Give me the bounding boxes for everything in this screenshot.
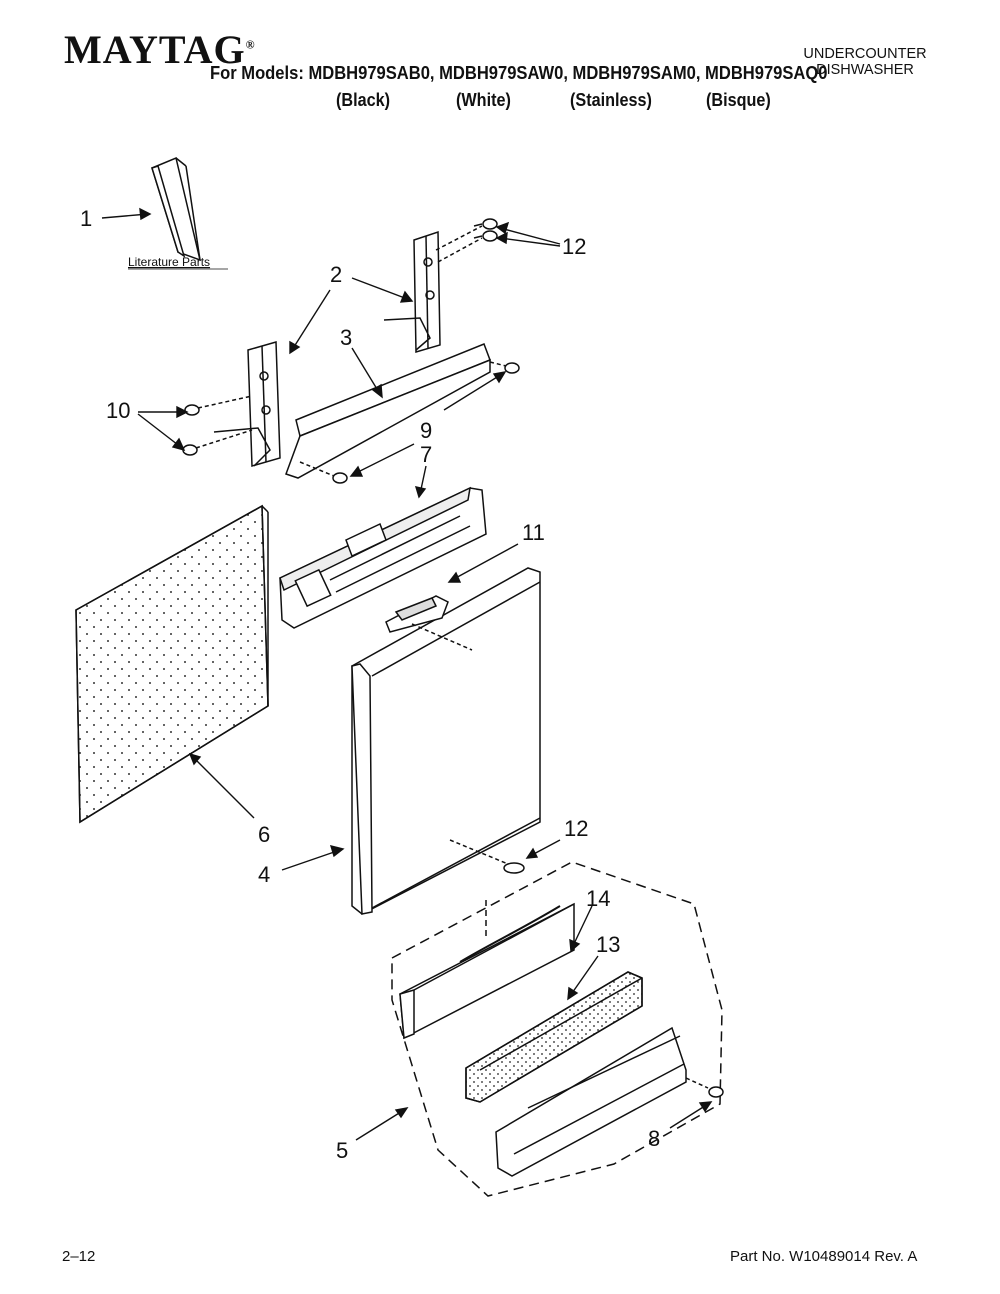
part-plug xyxy=(503,862,525,874)
brand-name: MAYTAG xyxy=(64,27,246,72)
arrow-11-head xyxy=(447,571,462,583)
part-hinge-bracket-left xyxy=(213,341,281,467)
plug-leader-dash xyxy=(449,839,509,865)
arrow-12a xyxy=(499,227,561,245)
callout-12-bottom: 12 xyxy=(564,816,588,841)
category-line-2: DISHWASHER xyxy=(816,62,914,78)
arrow-9a xyxy=(443,373,503,411)
callout-5: 5 xyxy=(336,1138,348,1163)
arrow-8-head xyxy=(698,1101,713,1113)
part-insulation-strip xyxy=(465,971,643,1103)
arrow-12c-head xyxy=(525,847,539,859)
callout-14: 14 xyxy=(586,886,610,911)
assembly-boundary xyxy=(391,861,723,1197)
variant-stainless: (Stainless) xyxy=(570,90,652,110)
arrow-12b-head xyxy=(495,231,508,245)
part-screw-8 xyxy=(708,1086,724,1098)
arrow-6-head xyxy=(188,752,202,766)
callout-13: 13 xyxy=(596,932,620,957)
arrow-2a xyxy=(351,277,411,301)
arrow-12a-head xyxy=(495,221,510,235)
arrow-8 xyxy=(669,1103,709,1129)
callout-9: 9 xyxy=(420,418,432,443)
part-screws-10 xyxy=(182,395,253,456)
arrow-7-head xyxy=(414,486,427,499)
part-hinge-bracket-right xyxy=(383,230,441,353)
arrow-10b xyxy=(137,413,183,449)
part-screws-9 xyxy=(299,361,520,484)
arrow-10b-head xyxy=(171,437,186,452)
brand-logo: MAYTAG® xyxy=(64,26,256,73)
callout-1: 1 xyxy=(80,206,92,231)
arrow-4 xyxy=(281,849,341,871)
part-door-handle xyxy=(385,595,449,633)
arrow-13-head xyxy=(567,986,579,1001)
arrow-11 xyxy=(451,543,519,581)
part-control-console xyxy=(279,486,487,629)
part-door-panel-insulation xyxy=(75,504,269,824)
arrow-10a-head xyxy=(176,405,189,419)
trademark-mark: ® xyxy=(245,37,256,52)
arrow-3-head xyxy=(371,383,383,399)
arrow-9b xyxy=(353,443,415,475)
arrow-9b-head xyxy=(349,465,364,477)
callout-7: 7 xyxy=(420,442,432,467)
part-screws-top xyxy=(435,218,498,263)
part-bottom-panel xyxy=(495,1026,687,1177)
literature-parts-label: Literature Parts xyxy=(128,255,210,269)
arrow-5-head xyxy=(394,1107,409,1119)
arrow-2b xyxy=(291,289,331,351)
callout-3: 3 xyxy=(340,325,352,350)
arrow-6 xyxy=(191,755,255,819)
arrow-14-head xyxy=(569,938,581,953)
callout-2: 2 xyxy=(330,262,342,287)
callout-10: 10 xyxy=(106,398,130,423)
callout-6: 6 xyxy=(258,822,270,847)
arrow-2a-head xyxy=(399,290,414,303)
arrow-12b xyxy=(499,237,561,247)
handle-leader-dash xyxy=(411,623,473,651)
arrow-1-head xyxy=(139,207,152,221)
part-number: Part No. W10489014 Rev. A xyxy=(730,1248,918,1265)
variant-white: (White) xyxy=(456,90,511,110)
part-literature-booklet xyxy=(151,156,202,262)
page-number: 2–12 xyxy=(62,1248,96,1265)
category-line-1: UNDERCOUNTER xyxy=(803,46,927,62)
part-outer-door xyxy=(351,567,541,915)
arrow-9a-head xyxy=(492,371,507,384)
arrow-13 xyxy=(569,955,599,997)
arrow-2b-head xyxy=(289,340,301,355)
arrow-4-head xyxy=(329,845,345,858)
screw-8-leader-dash xyxy=(685,1077,709,1089)
models-line: For Models: MDBH979SAB0, MDBH979SAW0, MD… xyxy=(210,63,828,83)
variant-black: (Black) xyxy=(336,90,391,110)
part-door-brace xyxy=(285,343,491,479)
arrow-5 xyxy=(355,1109,405,1141)
callout-4: 4 xyxy=(258,862,270,887)
part-top-trim xyxy=(399,902,575,1040)
callout-8: 8 xyxy=(648,1126,660,1151)
arrow-3 xyxy=(351,347,381,395)
callout-11: 11 xyxy=(522,520,545,545)
variant-bisque: (Bisque) xyxy=(706,90,771,110)
arrow-14 xyxy=(571,905,593,949)
callout-12-top: 12 xyxy=(562,234,586,259)
